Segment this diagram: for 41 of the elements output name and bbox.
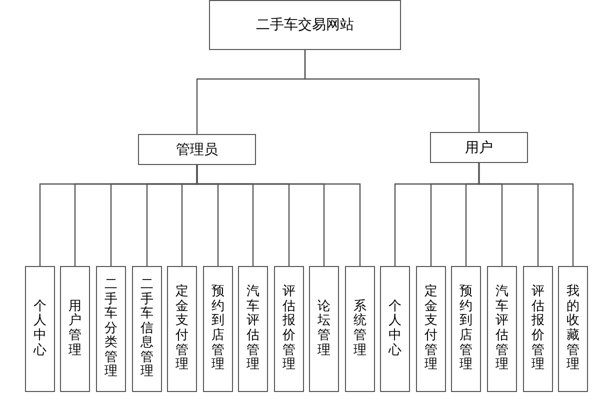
connector-line [196,165,361,266]
module-box [309,266,339,392]
node-label: 定金支付管理 [424,285,438,373]
node-label: 预约到店管理 [212,285,224,373]
module-box [345,266,375,392]
module-box [132,266,162,392]
connector-line [304,50,480,132]
node-label: 论坛管理 [318,300,330,358]
node-label: 评估报价管理 [282,285,296,373]
module-box [380,266,410,392]
node-label: 用户 [465,138,493,156]
module-box [487,266,517,392]
node-label: 评估报价管理 [532,285,544,373]
title-box [209,0,401,50]
module-box [558,266,588,392]
connector-line [478,163,574,266]
role-box [430,132,528,163]
node-label: 二手车交易网站 [256,16,354,34]
node-label: 管理员 [176,140,218,158]
module-box [167,266,197,392]
node-label: 个人中心 [34,300,46,358]
node-label: 二手车分类管理 [104,278,118,380]
node-label: 汽车评估管理 [246,285,260,373]
module-box [60,266,90,392]
node-label: 定金支付管理 [176,285,188,373]
module-box [523,266,553,392]
node-label: 预约到店管理 [460,285,472,373]
module-box [274,266,304,392]
module-box [203,266,233,392]
node-label: 汽车评估管理 [496,285,508,373]
module-box [416,266,446,392]
role-box [138,134,256,165]
node-label: 二手车信息管理 [140,278,154,380]
module-box [451,266,481,392]
node-label: 个人中心 [388,300,402,358]
node-label: 用户管理 [68,300,82,358]
node-label: 我的收藏管理 [566,285,580,373]
module-box [96,266,126,392]
module-box [238,266,268,392]
node-label: 系统管理 [354,300,366,358]
module-box [25,266,55,392]
